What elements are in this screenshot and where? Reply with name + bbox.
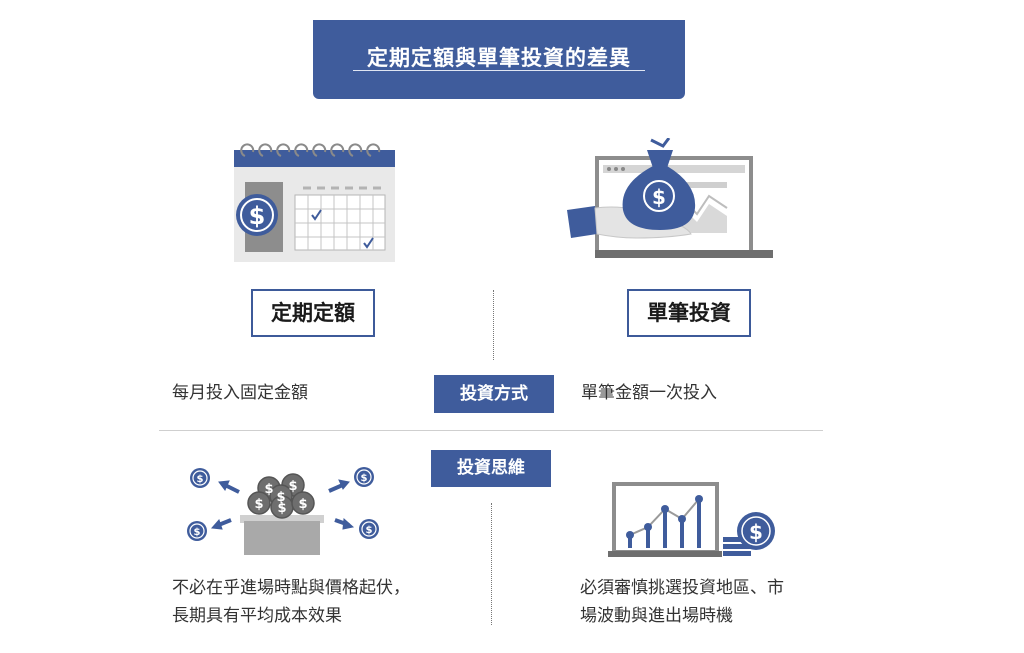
tag-investment-mindset: 投資思維 [431, 450, 551, 487]
divider-vertical-top [493, 290, 494, 360]
laptop-chart-icon: $ [606, 481, 778, 561]
calendar-dollar-icon: $ [233, 142, 396, 264]
title-banner: 定期定額與單筆投資的差異 [313, 20, 685, 99]
svg-text:$: $ [276, 490, 285, 505]
left-mindset-line1: 不必在乎進場時點與價格起伏， [172, 578, 410, 598]
svg-text:$: $ [366, 525, 373, 536]
svg-text:$: $ [288, 479, 297, 494]
svg-text:$: $ [264, 482, 273, 497]
page-title: 定期定額與單筆投資的差異 [367, 46, 631, 70]
title-underline [353, 70, 645, 71]
right-mindset-line2: 場波動與進出場時機 [580, 606, 733, 626]
label-lump-sum: 單筆投資 [627, 289, 751, 337]
dollar-symbol: $ [249, 202, 266, 230]
svg-text:$: $ [277, 501, 286, 516]
left-mindset-line2: 長期具有平均成本效果 [172, 606, 342, 626]
tag-investment-method: 投資方式 [434, 375, 554, 413]
right-method-text: 單筆金額一次投入 [581, 383, 717, 403]
svg-text:$: $ [361, 473, 368, 484]
svg-text:$: $ [197, 474, 204, 485]
svg-text:$: $ [298, 497, 307, 512]
left-method-text: 每月投入固定金額 [172, 383, 308, 403]
laptop-moneybag-icon: $ [567, 137, 773, 260]
right-mindset-text: 必須審慎挑選投資地區、市 場波動與進出場時機 [580, 574, 840, 630]
label-regular-investment: 定期定額 [251, 289, 375, 337]
dollar-symbol: $ [652, 185, 666, 209]
divider-vertical-bottom [491, 503, 492, 625]
left-mindset-text: 不必在乎進場時點與價格起伏， 長期具有平均成本效果 [172, 574, 472, 630]
svg-text:$: $ [749, 520, 763, 544]
coin-box-icon: $$$ $$$ $$ $$ [183, 463, 383, 557]
right-mindset-line1: 必須審慎挑選投資地區、市 [580, 578, 784, 598]
svg-text:$: $ [254, 497, 263, 512]
divider-horizontal [159, 430, 823, 431]
svg-text:$: $ [194, 527, 201, 538]
